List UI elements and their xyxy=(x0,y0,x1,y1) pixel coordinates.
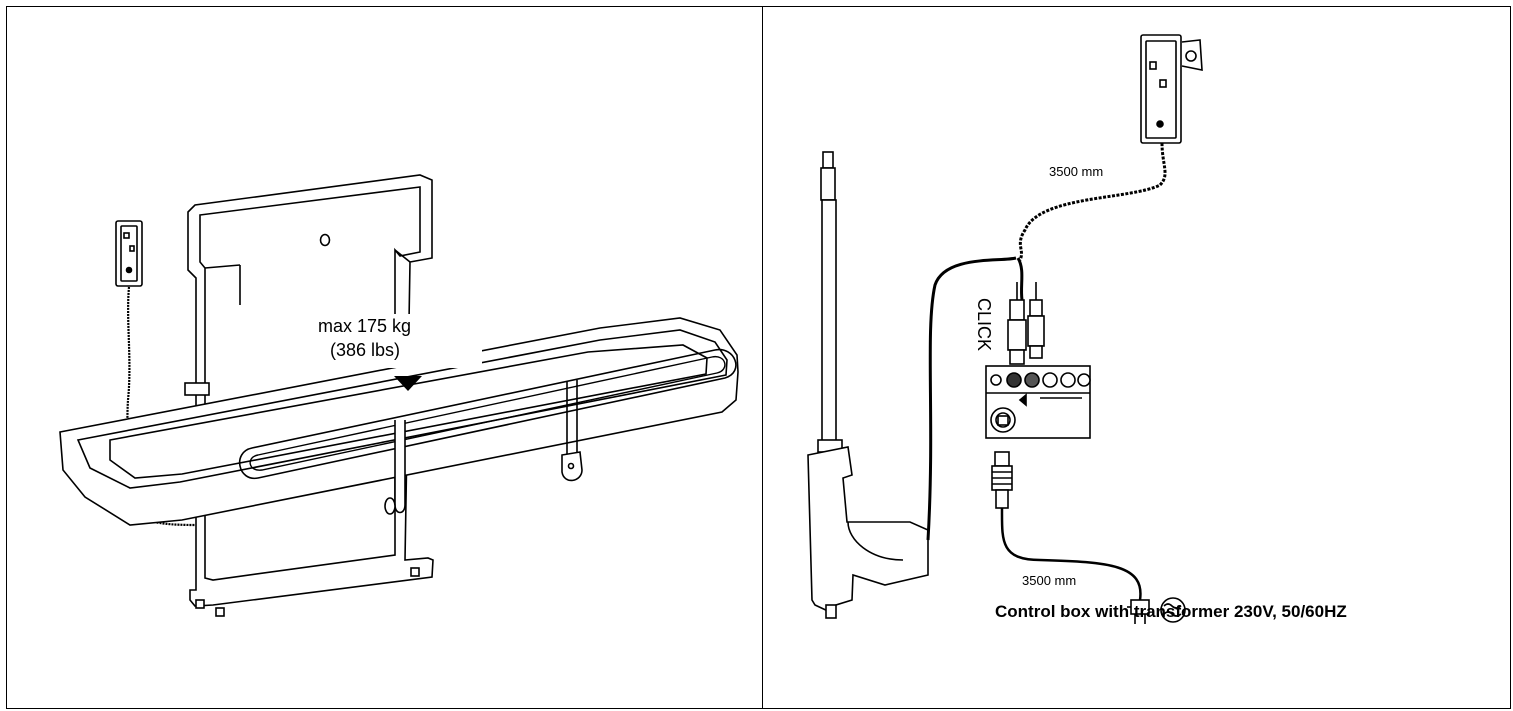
load-label-line2: (386 lbs) xyxy=(330,340,400,360)
changing-table-illustration xyxy=(59,174,739,617)
mains-cable xyxy=(1000,507,1142,601)
ac-power-symbol-icon xyxy=(1160,597,1186,623)
cable-length-top: 3500 mm xyxy=(1049,164,1103,179)
load-arrow-icon xyxy=(394,376,422,391)
cable-length-bottom: 3500 mm xyxy=(1022,573,1076,588)
click-label: CLICK xyxy=(974,298,994,351)
hand-cable-end xyxy=(1016,257,1024,301)
control-box-icon xyxy=(985,365,1091,439)
mains-connector-icon xyxy=(991,451,1013,509)
actuator-icon xyxy=(807,151,929,619)
load-label-backing xyxy=(314,314,482,368)
load-label-line1: max 175 kg xyxy=(318,316,411,336)
right-panel xyxy=(762,6,1511,709)
right-panel-caption: Control box with transformer 230V, 50/60… xyxy=(995,602,1347,621)
mains-plug-icon xyxy=(1127,599,1150,624)
actuator-cable xyxy=(926,256,1017,541)
connector-plugs-icon xyxy=(1007,282,1045,365)
wall-hand-control-icon xyxy=(1018,34,1203,261)
